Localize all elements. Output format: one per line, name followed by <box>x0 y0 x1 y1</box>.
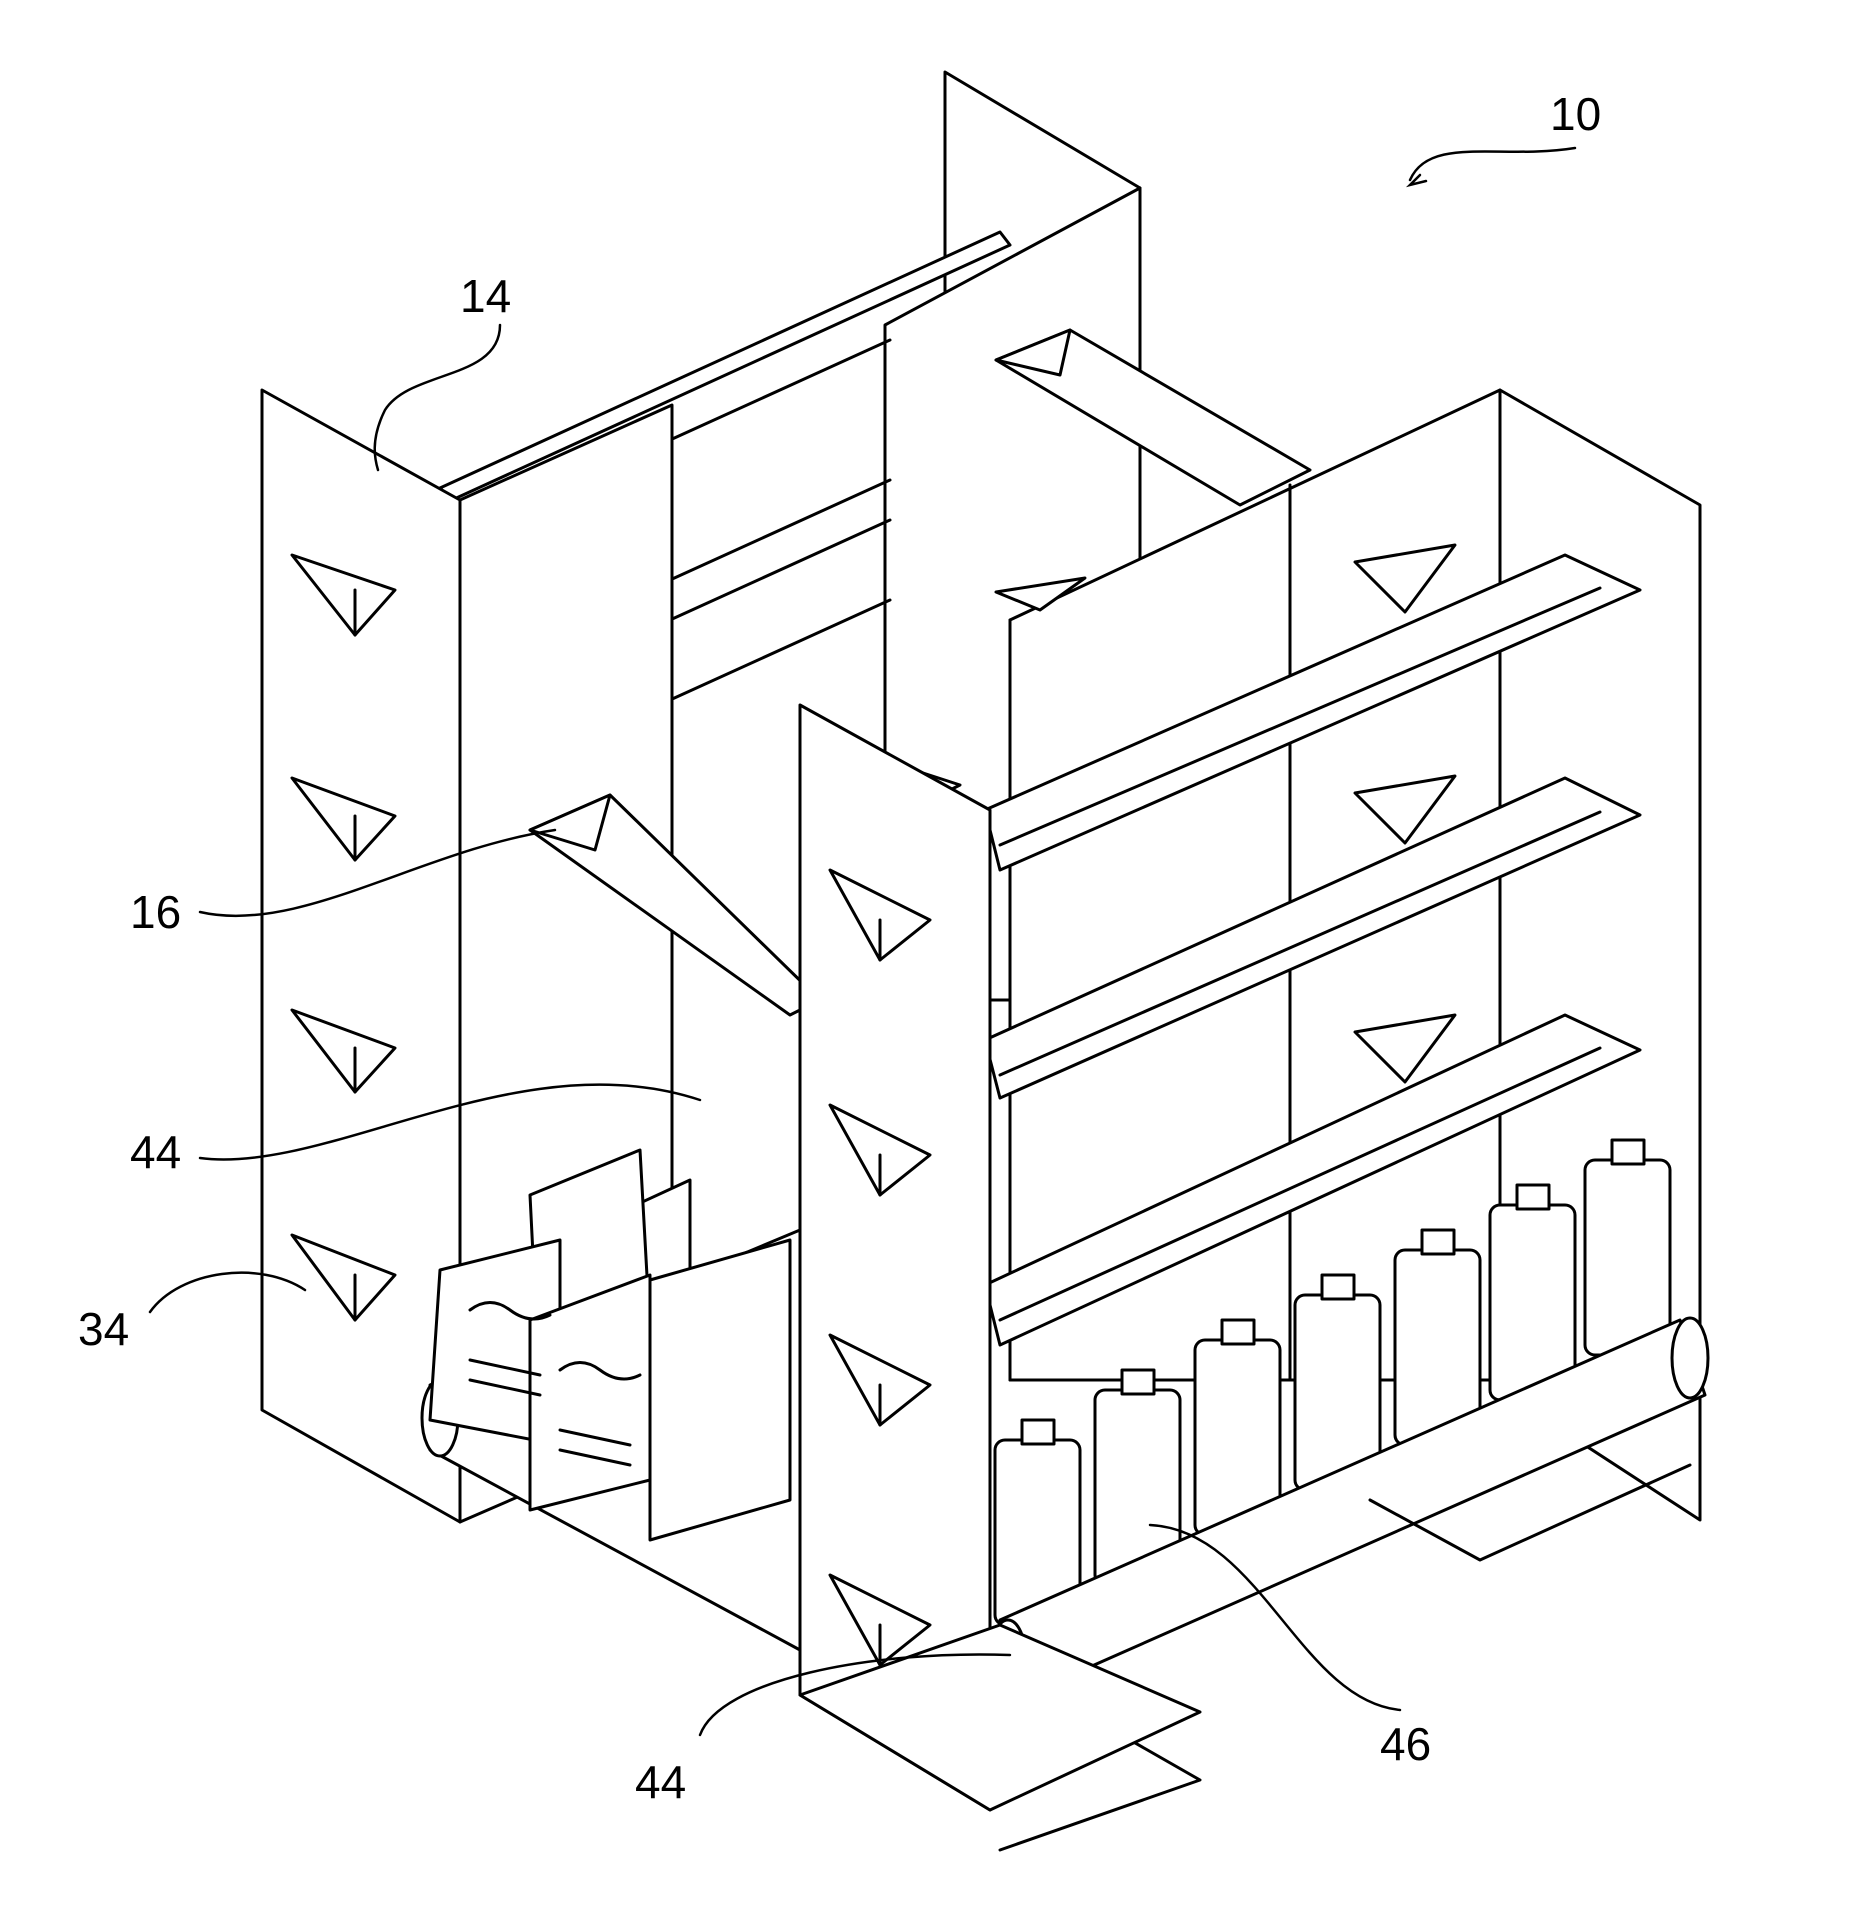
bottle <box>1490 1185 1575 1400</box>
book <box>650 1240 790 1540</box>
label-product: 46 <box>1380 1718 1431 1770</box>
bottle <box>1585 1140 1670 1355</box>
label-shelf-left: 44 <box>130 1126 181 1178</box>
label-assembly: 10 <box>1550 88 1601 140</box>
label-shelf-bracket: 16 <box>130 886 181 938</box>
label-shelf-bottom: 44 <box>635 1756 686 1808</box>
label-end-panel: 14 <box>460 270 511 322</box>
label-bracket-hole: 34 <box>78 1303 129 1355</box>
